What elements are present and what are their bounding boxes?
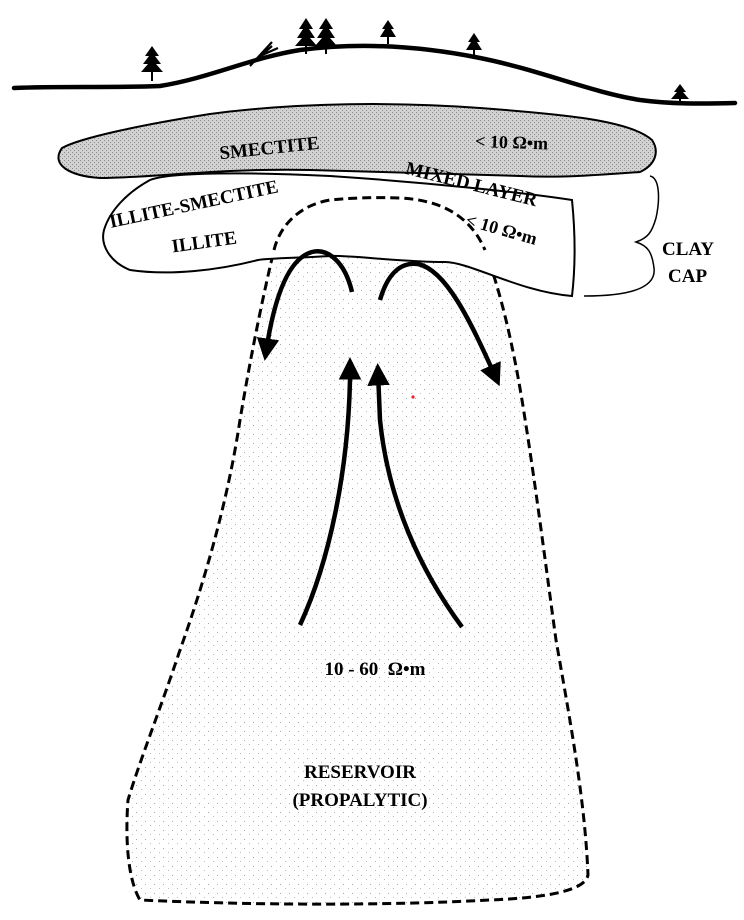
pine-tree-icon [295, 18, 317, 54]
smectite-layer [57, 103, 657, 180]
reservoir-label-line1: RESERVOIR [304, 762, 416, 783]
pine-tree-icon [380, 20, 396, 44]
clay-cap-brace [583, 175, 660, 297]
fallen-log-icon [249, 41, 279, 67]
illite-smectite-layer [102, 172, 576, 298]
left-descending-arrow [256, 249, 355, 361]
pine-tree-icon [671, 84, 689, 104]
ground-surface-line [11, 43, 738, 106]
pine-tree-icon [141, 46, 163, 81]
smectite-resistivity-label: < 10 Ω•m [475, 131, 549, 154]
red-dot-marker [411, 395, 415, 399]
pine-tree-icon [466, 33, 482, 58]
clay-cap-label-line2: CAP [668, 266, 707, 287]
pine-tree-icon [315, 18, 337, 54]
right-rising-arrow [367, 363, 464, 629]
left-rising-arrow [297, 357, 362, 626]
reservoir-label-line2: (PROPALYTIC) [292, 790, 427, 811]
reservoir-plume [125, 196, 590, 906]
reservoir-plume-top-edge [272, 196, 487, 251]
reservoir-resistivity-label: 10 - 60 Ω•m [324, 659, 425, 680]
clay-cap-label-line1: CLAY [662, 239, 714, 260]
right-descending-arrow [377, 261, 501, 387]
